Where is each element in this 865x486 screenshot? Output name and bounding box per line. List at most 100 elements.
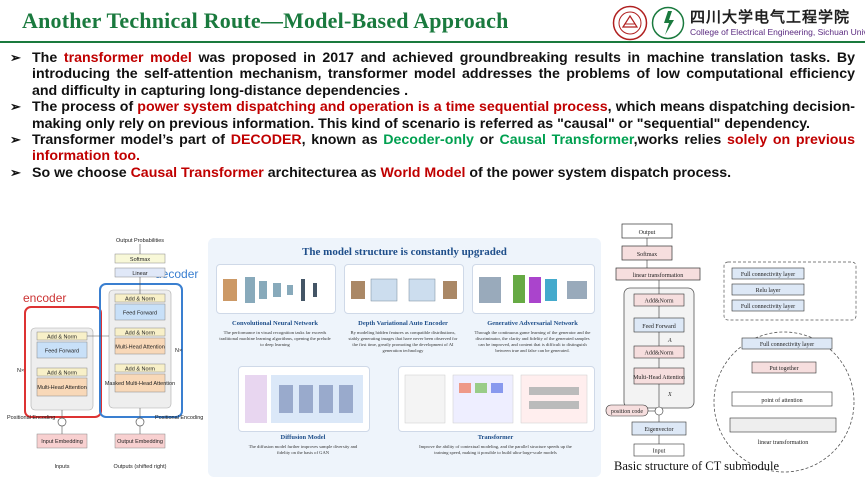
gan-title: Generative Adversarial Network [487, 320, 578, 327]
cnn-title: Convolutional Neural Network [232, 320, 318, 327]
transformer-architecture-diagram: encoder decoder Output Probabilities Sof… [7, 238, 203, 470]
bullet-text: , which means dispatching decision-makin… [32, 99, 855, 132]
model-panel-title: The model structure is constantly upgrad… [302, 246, 507, 258]
vae-title: Depth Variational Auto Encoder [358, 320, 448, 327]
diffusion-figure [238, 366, 370, 432]
decoder-label: decoder [155, 267, 198, 281]
ct-fc-layer-label: Full connectivity layer [741, 272, 795, 278]
input-embedding-label: Input Embedding [41, 439, 83, 445]
bullet-text: The process of [32, 99, 138, 116]
bullet-text: The [32, 50, 64, 66]
diffusion-description: The diffusion model further improves sam… [248, 444, 358, 455]
ct-fc-layer-label: Full connectivity layer [760, 342, 814, 348]
encoder-nx-label: N× [17, 368, 24, 374]
ct-linear-label: linear transformation [633, 272, 683, 279]
positional-encoding-label: Positional Encoding [7, 415, 55, 421]
outputs-label: Outputs (shifted right) [114, 464, 167, 470]
softmax-label: Softmax [130, 257, 150, 263]
ct-linear-detail-label: linear transformation [758, 439, 808, 446]
slide-title: Another Technical Route—Model-Based Appr… [22, 8, 509, 33]
bullet-text: ,works relies [633, 132, 727, 149]
add-norm-label: Add & Norm [125, 367, 155, 373]
linear-label: Linear [132, 271, 147, 277]
ct-linear-detail-box [729, 417, 837, 433]
university-name-en: College of Electrical Engineering, Sichu… [690, 27, 865, 37]
college-emblem-icon [651, 6, 685, 40]
masked-attention-box [114, 373, 166, 393]
multi-head-attention-box [36, 377, 88, 397]
bullet-highlight: solely on previous information too. [32, 132, 855, 165]
arrow-bullet-icon: ➢ [10, 50, 21, 65]
ct-position-code-label: position code [611, 409, 643, 415]
bullet-item: ➢ The process of power system dispatchin… [10, 99, 855, 132]
bullet-item: ➢ The transformer model was proposed in … [10, 50, 855, 99]
add-norm-box [36, 367, 88, 377]
add-norm-label: Add & Norm [125, 297, 155, 303]
bullet-highlight: Causal Transformer [499, 132, 634, 149]
bullet-text: Transformer model’s part of [32, 132, 231, 149]
ct-input-label: Input [653, 449, 666, 455]
ct-relu-label: Relu layer [756, 288, 781, 294]
ct-add-circle-icon [654, 406, 664, 416]
positional-encoding-label: Positional Encoding [155, 415, 203, 421]
ct-attention-label: Multi-Head Attention [633, 375, 685, 381]
bullet-item: ➢ So we choose Causal Transformer archit… [10, 165, 855, 181]
ct-eigenvector-label: Eigenvector [645, 427, 674, 433]
ct-submodule-diagram: Output Softmax linear transformation Add… [605, 223, 857, 473]
ct-a-label: A [667, 338, 672, 344]
ct-fc-layer-box [741, 337, 833, 350]
encoder-label: encoder [23, 291, 66, 305]
ct-put-together-box [751, 361, 817, 374]
ct-x-label: X [667, 392, 672, 398]
add-norm-box [114, 327, 166, 337]
gan-description: Through the continuous game learning of … [474, 330, 591, 353]
positional-encoding-icon [57, 417, 67, 427]
university-name-cn: 四川大学电气工程学院 [690, 8, 851, 26]
add-norm-label: Add & Norm [47, 335, 77, 341]
vae-description: By modeling hidden features as compatibl… [348, 330, 458, 353]
ct-add-norm-label: Add&Norm [645, 299, 674, 305]
add-norm-box [114, 363, 166, 373]
transformer-description: Improve the ability of contextual modeli… [419, 444, 572, 455]
feed-forward-label: Feed Forward [45, 349, 79, 355]
output-embedding-label: Output Embedding [117, 439, 163, 445]
ct-add-norm-label: Add&Norm [645, 351, 674, 357]
bullet-text: was proposed in 2017 and achieved ground… [32, 50, 855, 99]
feed-forward-box [114, 303, 166, 321]
cnn-figure [216, 264, 336, 314]
positional-encoding-icon [135, 417, 145, 427]
ct-fc-layer-box [731, 299, 805, 312]
feed-forward-label: Feed Forward [123, 311, 157, 317]
bullet-text: , known as [301, 132, 384, 149]
multi-head-attention-label: Multi-Head Attention [115, 345, 165, 351]
diffusion-title: Diffusion Model [280, 434, 326, 441]
bullet-text: So we choose [32, 164, 131, 181]
bullet-highlight: transformer model [63, 50, 192, 66]
bullet-highlight: Decoder-only [383, 132, 474, 149]
bullet-item: ➢ Transformer model’s part of DECODER, k… [10, 132, 855, 165]
bullet-highlight: DECODER [230, 132, 302, 149]
arrow-bullet-icon: ➢ [10, 132, 21, 148]
arrow-bullet-icon: ➢ [10, 164, 21, 180]
title-divider [0, 41, 865, 43]
multi-head-attention-label: Multi-Head Attention [37, 385, 87, 391]
ct-point-of-attention-box [731, 391, 833, 407]
ct-output-label: Output [639, 230, 656, 236]
inputs-label: Inputs [55, 464, 70, 470]
masked-attention-label: Masked Multi-Head Attention [105, 381, 175, 387]
cnn-description: The performance in visual recognition ta… [219, 330, 331, 347]
cnn-input-image [223, 279, 237, 301]
bullet-highlight: power system dispatching and operation i… [137, 99, 608, 116]
ct-put-together-label: Put together [769, 366, 798, 372]
bullet-text: architecturea as [263, 164, 381, 181]
decoder-frame [99, 283, 183, 418]
ct-fc-layer-box [731, 267, 805, 280]
ct-linear-box [615, 267, 701, 281]
ct-point-of-attention-label: point of attention [761, 397, 802, 404]
transformer-figure [398, 366, 595, 432]
ct-diagram-caption: Basic structure of CT submodule [614, 459, 780, 473]
bullet-text: or [473, 132, 500, 149]
transformer-title: Transformer [477, 434, 514, 441]
ct-position-code-box [605, 404, 649, 417]
